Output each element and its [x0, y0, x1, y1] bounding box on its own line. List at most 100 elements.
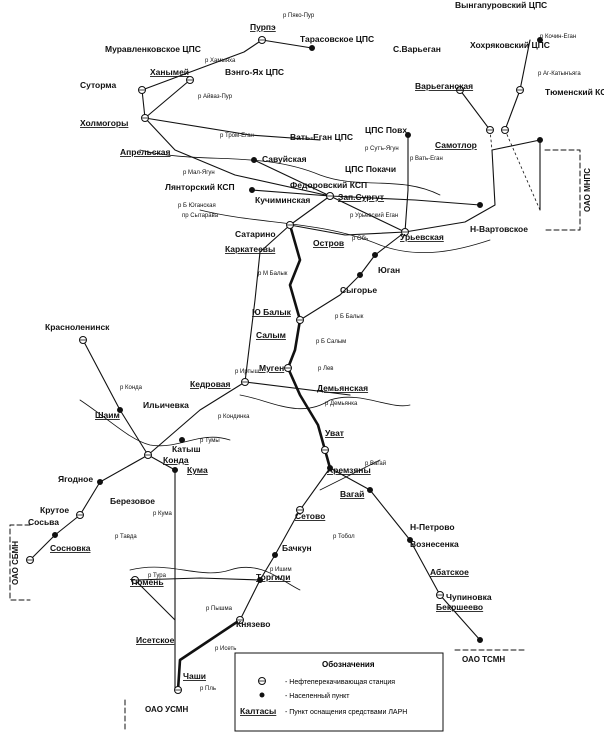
river-label: р Тумы — [200, 438, 220, 444]
station-label: Лянторский КСП — [165, 182, 235, 192]
station-label: Сыгорье — [340, 285, 377, 295]
pump-station-icon — [236, 616, 244, 624]
river-label: р Мал-Ягун — [183, 170, 215, 176]
river-label: р Пышма — [206, 606, 233, 612]
pump-station-icon — [26, 556, 34, 564]
station-label: Сосновка — [50, 543, 91, 553]
settlement-icon — [407, 537, 413, 543]
settlement-icon — [52, 532, 58, 538]
pump-station-icon — [296, 316, 304, 324]
station-label: Уват — [325, 428, 344, 438]
station-label: ЦПС Повх — [365, 125, 407, 135]
operator-boundaries — [9, 149, 581, 731]
pump-station-icon — [141, 114, 149, 122]
river-label: р Пяко-Пур — [283, 13, 315, 19]
settlement-icon — [477, 202, 483, 208]
settlement-icon — [117, 407, 123, 413]
pump-station-icon — [76, 511, 84, 519]
settlement-icon — [249, 187, 255, 193]
river-label: р Вать-Еган — [410, 156, 443, 162]
river-label: р Хамыяха — [205, 58, 236, 64]
station-label: Остров — [313, 238, 344, 248]
station-label: Суторма — [80, 80, 116, 90]
station-label: Кедровая — [190, 379, 231, 389]
pump-station-icon — [258, 36, 266, 44]
station-label: Бекршеево — [436, 602, 483, 612]
station-label: Князево — [236, 619, 270, 629]
pump-station-icon — [516, 86, 524, 94]
pump-station-icon — [501, 126, 509, 134]
settlement-icon — [372, 252, 378, 258]
station-label: Салым — [256, 330, 286, 340]
legend-sample-label: Калтасы — [240, 706, 276, 716]
settlement-icon — [309, 45, 315, 51]
settlement-icon — [251, 157, 257, 163]
river-label: р Обь — [352, 236, 368, 242]
station-label: Бачкун — [282, 543, 312, 553]
station-label: Кучиминская — [255, 195, 310, 205]
station-label: Вознесенка — [410, 539, 459, 549]
station-label: Юган — [378, 265, 400, 275]
station-label: Каркатеевы — [225, 244, 275, 254]
station-label: Холмогоры — [80, 118, 128, 128]
river-label: р Пль — [200, 686, 216, 692]
legend-item-label: - Пункт оснащения средствами ЛАРН — [285, 709, 407, 716]
station-label: С.Варьеган — [393, 44, 441, 54]
station-label: Крутое — [40, 505, 69, 515]
river-label: пр Сытарава — [182, 213, 219, 219]
settlement-icon — [537, 37, 543, 43]
settlement-icon — [477, 637, 483, 643]
settlement-icon — [179, 437, 185, 443]
station-label: Сосьва — [28, 517, 59, 527]
station-label: Чаши — [183, 671, 206, 681]
dotted-links — [489, 129, 541, 211]
pump-station-icon — [131, 576, 139, 584]
pump-station-icon — [321, 446, 329, 454]
legend-item-label: - Населенный пункт — [285, 692, 350, 700]
station-label: Ханымей — [150, 67, 189, 77]
station-label: Абатское — [430, 567, 469, 577]
station-label: Муген — [259, 363, 284, 373]
pump-station-icon — [401, 228, 409, 236]
pump-station-icon — [456, 86, 464, 94]
station-label: Аремзяны — [327, 465, 371, 475]
operator-labels: ОАО МНПС ОАО СБМН ОАО ТСМН ОАО УСМН — [11, 168, 592, 714]
station-label: Конда — [163, 455, 189, 465]
station-markers — [26, 36, 543, 694]
pump-station-icon — [241, 378, 249, 386]
river-label: р Сутъ-Ягун — [365, 146, 399, 152]
station-label: Торгили — [256, 572, 290, 582]
river-label: р Иртыш — [235, 369, 260, 375]
settlement-icon — [357, 272, 363, 278]
settlement-icon — [172, 467, 178, 473]
settlement-icon — [257, 577, 263, 583]
station-label: Федоровский КСП — [290, 180, 367, 190]
pump-station-icon — [79, 336, 87, 344]
settlement-icon — [537, 137, 543, 143]
river-label: р Б Салым — [316, 339, 346, 345]
operator-sbmn: ОАО СБМН — [11, 541, 20, 585]
station-label: Хохряковский ЦПС — [470, 40, 550, 50]
river-label: р Исеть — [215, 646, 236, 652]
river-label: р Кондинка — [218, 414, 250, 420]
station-label: Сатарино — [235, 229, 276, 239]
station-label: Урьевская — [400, 232, 444, 242]
settlement-icon — [405, 132, 411, 138]
station-label: Н-Вартовское — [470, 224, 528, 234]
station-label: Самотлор — [435, 140, 477, 150]
station-label: Савуйская — [262, 154, 307, 164]
pump-station-icon — [326, 192, 334, 200]
river-label: р Тобол — [333, 534, 355, 540]
river-label: р Аг-Катынъяга — [538, 71, 581, 77]
station-label: Сетово — [295, 511, 325, 521]
station-label: Пурпэ — [250, 22, 276, 32]
station-label: Красноленинск — [45, 322, 110, 332]
pump-station-icon — [144, 451, 152, 459]
station-label: Чупиновка — [446, 592, 492, 602]
river-label: р Тура — [148, 573, 167, 579]
river-label: р Лев — [318, 366, 333, 372]
river-label: р Б Балык — [335, 314, 364, 320]
station-label: Тарасовское ЦПС — [300, 34, 374, 44]
river-label: р Демьянка — [325, 401, 358, 407]
